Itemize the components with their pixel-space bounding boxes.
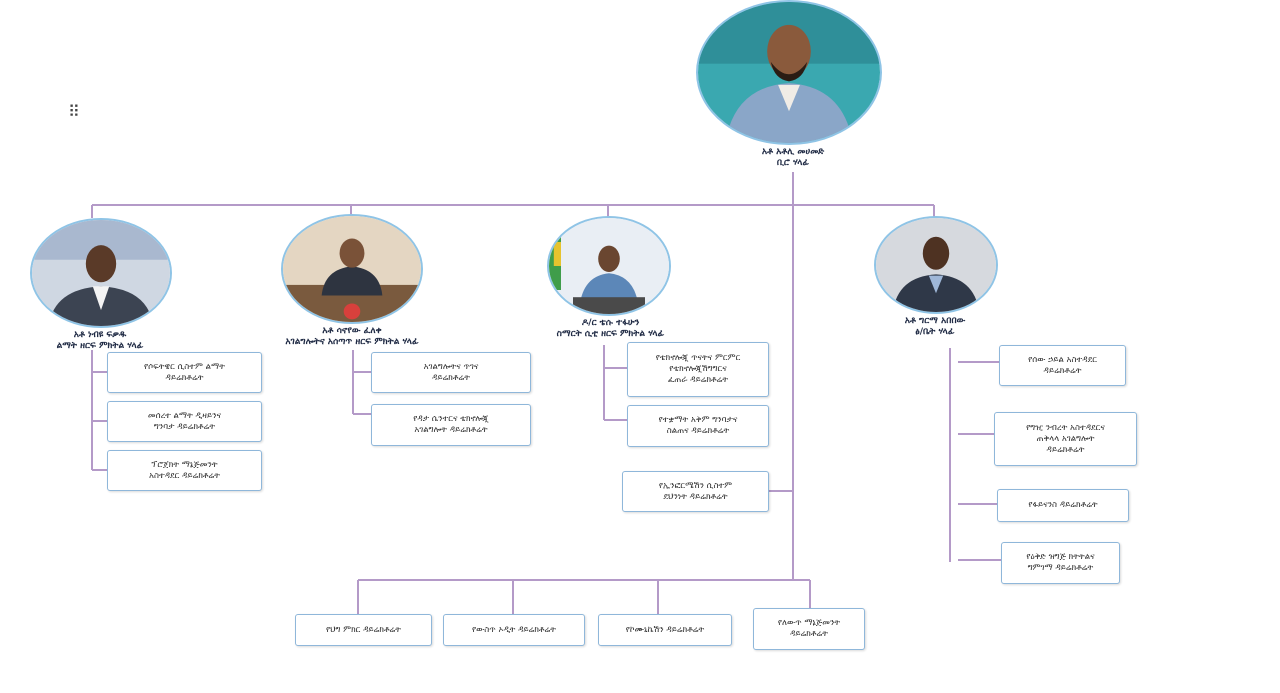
deputy-smart-city-name: ዶ/ር ቴሱ ተፋሁን	[581, 318, 640, 328]
unit-information-security[interactable]: የኢንፎርሜሽን ሲስተም ደህንነት ዳይሬክቶሬት	[622, 471, 769, 512]
unit-data-center[interactable]: የዳታ ሴንተርና ቴክኖሎጂ አገልግሎት ዳይሬክቶሬት	[371, 404, 531, 446]
unit-communication[interactable]: የኮሙኒኬሽን ዳይሬክቶሬት	[598, 614, 732, 646]
deputy-office-name: አቶ ግርማ አበበው	[904, 316, 966, 326]
chief-name: አቶ አቶሊ መሀመድ	[761, 147, 825, 157]
deputy-office-photo	[874, 216, 998, 314]
unit-infrastructure-design[interactable]: መሰረተ ልማት ዲዛይንና ግንባታ ዳይሬክቶሬት	[107, 401, 262, 442]
unit-software-systems[interactable]: የሶፍትዌር ሲስተም ልማት ዳይሬክቶሬት	[107, 352, 262, 393]
deputy-development-title: ልማት ዘርፍ ምክትል ሃላፊ	[56, 341, 144, 351]
deputy-development-name: አቶ ነብዩ ፍቃዱ	[73, 330, 127, 340]
chief-photo	[696, 0, 882, 145]
deputy-smart-city-label: ዶ/ር ቴሱ ተፋሁን ስማርት ሲቲ ዘርፍ ምክትል ሃላፊ	[528, 318, 693, 340]
unit-procurement[interactable]: የግዢ ንብረት አስተዳደርና ጠቅላላ አገልግሎት ዳይሬክቶሬት	[994, 412, 1137, 466]
chief-label: አቶ አቶሊ መሀመድ ቢሮ ሃላፊ	[713, 147, 873, 169]
deputy-service-name: አቶ ሳኖየው ፈለቀ	[322, 326, 382, 336]
unit-planning-monitoring[interactable]: የዕቅድ ዝግጅ ክትትልና ግምገማ ዳይሬክቶሬት	[1001, 542, 1120, 584]
unit-legal-advice[interactable]: የህግ ምክር ዳይሬክቶሬት	[295, 614, 432, 646]
chief-title: ቢሮ ሃላፊ	[776, 158, 810, 168]
deputy-service-photo	[281, 214, 423, 324]
unit-project-management[interactable]: ፕሮጀክት ማኔጅመንት አስተዳደር ዳይሬክቶሬት	[107, 450, 262, 491]
deputy-office-label: አቶ ግርማ አበበው ፅ/ቤት ሃላፊ	[860, 316, 1010, 338]
deputy-development-photo	[30, 218, 172, 328]
deputy-service-label: አቶ ሳኖየው ፈለቀ አገልግሎትና አሰጣጥ ዘርፍ ምክትል ሃላፊ	[262, 326, 442, 348]
unit-internal-audit[interactable]: የውስጥ ኦዲት ዳይሬክቶሬት	[443, 614, 585, 646]
drag-handle-icon[interactable]: ⠿	[68, 102, 80, 121]
deputy-development-label: አቶ ነብዩ ፍቃዱ ልማት ዘርፍ ምክትል ሃላፊ	[20, 330, 180, 352]
deputy-smart-city-title: ስማርት ሲቲ ዘርፍ ምክትል ሃላፊ	[556, 329, 665, 339]
deputy-smart-city-photo	[547, 216, 671, 316]
deputy-office-title: ፅ/ቤት ሃላፊ	[915, 327, 955, 337]
unit-finance[interactable]: የፋይናንስ ዳይሬክቶሬት	[997, 489, 1129, 522]
unit-capacity-building[interactable]: የተቋማት አቅም ግንባታና ስልጠና ዳይሬክቶሬት	[627, 405, 769, 447]
unit-change-management[interactable]: የለውጥ ማኔጅመንት ዳይሬክቶሬት	[753, 608, 865, 650]
unit-technology-research[interactable]: የቴክኖሎጂ ጥናትና ምርምር የቴክኖሎጂሽግግርና ፈጠራ ዳይሬክቶሬት	[627, 342, 769, 397]
unit-service-maintenance[interactable]: አገልግሎትና ጥገና ዳይሬክቶሬት	[371, 352, 531, 393]
unit-human-resources[interactable]: የሰው ኃይል አስተዳደር ዳይሬክቶሬት	[999, 345, 1126, 386]
deputy-service-title: አገልግሎትና አሰጣጥ ዘርፍ ምክትል ሃላፊ	[285, 337, 419, 347]
